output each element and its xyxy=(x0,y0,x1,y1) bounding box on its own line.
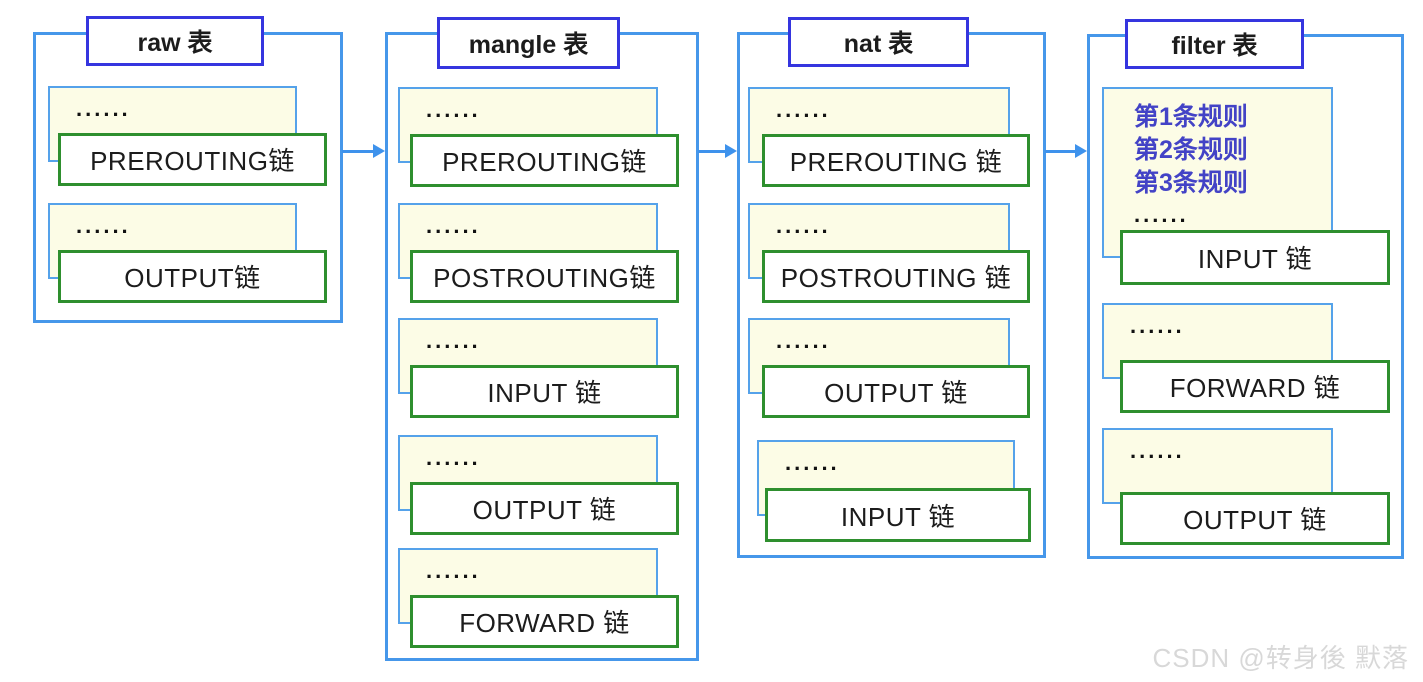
chain-label: PREROUTING 链 xyxy=(789,147,1003,177)
chain-label: OUTPUT链 xyxy=(124,263,261,293)
ellipsis-label: ...... xyxy=(76,96,131,121)
chain-box: OUTPUT 链 xyxy=(762,365,1030,418)
chain-label: INPUT 链 xyxy=(840,501,956,532)
flow-arrow-icon xyxy=(698,144,737,158)
chain-box: POSTROUTING链 xyxy=(410,250,679,303)
rule-item: 第3条规则 xyxy=(1134,169,1248,197)
ellipsis-label: ...... xyxy=(426,97,481,122)
ellipsis-label: ...... xyxy=(776,97,831,122)
chain-box: FORWARD 链 xyxy=(1120,360,1390,413)
mangle-table-title: mangle 表 xyxy=(437,17,620,69)
ellipsis-label: ...... xyxy=(426,558,481,583)
chain-label: PREROUTING链 xyxy=(90,146,295,176)
rule-item: 第1条规则 xyxy=(1134,103,1248,131)
csdn-watermark: CSDN @转身後 默落 xyxy=(1152,643,1409,673)
chain-box: PREROUTING链 xyxy=(58,133,327,186)
chain-box: INPUT 链 xyxy=(410,365,679,418)
chain-box: INPUT 链 xyxy=(765,488,1031,542)
chain-label: INPUT 链 xyxy=(1197,244,1313,274)
rule-item: 第2条规则 xyxy=(1134,136,1248,164)
ellipsis-label: ...... xyxy=(426,213,481,238)
rule-list: 第1条规则 第2条规则 第3条规则 ...... xyxy=(1134,101,1248,226)
chain-label: OUTPUT 链 xyxy=(472,495,617,525)
chain-box: INPUT 链 xyxy=(1120,230,1390,285)
chain-box: FORWARD 链 xyxy=(410,595,679,648)
filter-rules-box: 第1条规则 第2条规则 第3条规则 ...... xyxy=(1102,87,1333,258)
chain-box: POSTROUTING 链 xyxy=(762,250,1030,303)
ellipsis-label: ...... xyxy=(1130,438,1185,463)
flow-arrow-icon xyxy=(342,144,385,158)
table-title-label: filter 表 xyxy=(1171,32,1258,60)
ellipsis-label: ...... xyxy=(1130,313,1185,338)
chain-label: FORWARD 链 xyxy=(1169,373,1341,403)
chain-label: POSTROUTING 链 xyxy=(780,263,1012,293)
ellipsis-label: ...... xyxy=(426,445,481,470)
chain-label: FORWARD 链 xyxy=(459,608,630,638)
chain-box: PREROUTING 链 xyxy=(762,134,1030,187)
ellipsis-label: ...... xyxy=(785,450,840,475)
raw-table-title: raw 表 xyxy=(86,16,264,66)
chain-label: OUTPUT 链 xyxy=(824,378,968,408)
flow-arrow-icon xyxy=(1045,144,1087,158)
chain-label: PREROUTING链 xyxy=(442,147,647,177)
table-title-label: mangle 表 xyxy=(468,31,589,59)
table-title-label: nat 表 xyxy=(843,30,914,58)
chain-label: POSTROUTING链 xyxy=(433,263,656,293)
filter-table-title: filter 表 xyxy=(1125,19,1304,69)
chain-box: OUTPUT 链 xyxy=(410,482,679,535)
chain-box: PREROUTING链 xyxy=(410,134,679,187)
nat-table-title: nat 表 xyxy=(788,17,969,67)
ellipsis-label: ...... xyxy=(426,328,481,353)
chain-box: OUTPUT 链 xyxy=(1120,492,1390,545)
ellipsis-label: ...... xyxy=(76,213,131,238)
chain-label: OUTPUT 链 xyxy=(1183,505,1327,535)
table-title-label: raw 表 xyxy=(137,29,213,57)
chain-label: INPUT 链 xyxy=(487,378,602,408)
ellipsis-label: ...... xyxy=(776,328,831,353)
ellipsis-label: ...... xyxy=(776,213,831,238)
chain-box: OUTPUT链 xyxy=(58,250,327,303)
ellipsis-label: ...... xyxy=(1134,202,1189,227)
